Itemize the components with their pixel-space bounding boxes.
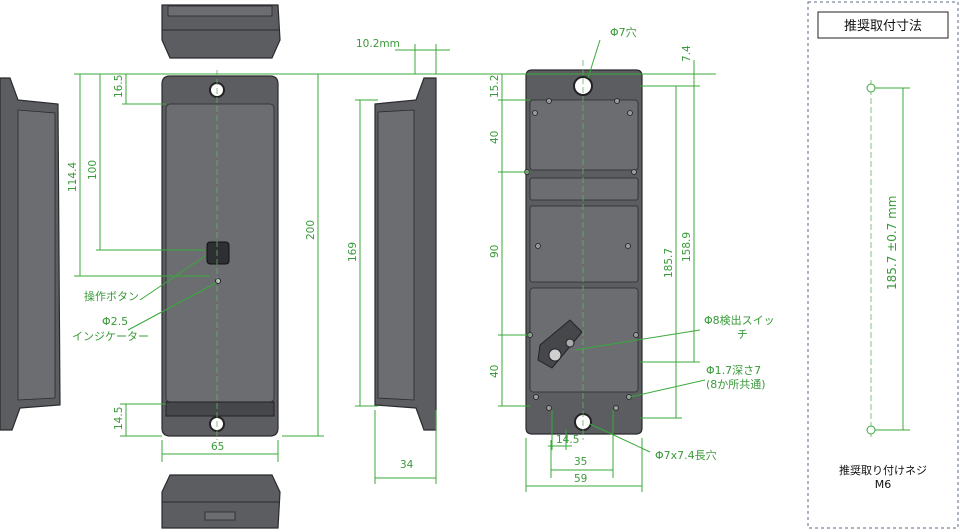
left-side-view [0, 77, 61, 431]
label-indicator: インジケーター [72, 330, 149, 343]
recommended-mount-panel: 推奨取付寸法 185.7 ±0.7 mm 推奨取り付けネジ M6 [807, 1, 959, 529]
dim-15-2: 15.2 [489, 75, 501, 98]
dim-59: 59 [574, 473, 587, 485]
label-slot-hole: Φ7x7.4長穴 [655, 448, 717, 462]
dim-10-2: 10.2mm [356, 38, 400, 50]
front-view [161, 70, 279, 440]
dim-200: 200 [305, 220, 317, 240]
dim-7-4: 7.4 [681, 45, 693, 62]
dim-185-7: 185.7 [663, 248, 675, 278]
dim-35: 35 [574, 456, 587, 468]
dim-100: 100 [87, 160, 99, 180]
dim-40-bottom: 40 [489, 365, 501, 378]
dim-14-5: 14.5 [113, 407, 125, 430]
panel-screw-label: 推奨取り付けネジ [839, 463, 927, 477]
panel-title: 推奨取付寸法 [844, 19, 922, 34]
label-depth: Φ1.7深さ7 [706, 364, 761, 377]
dim-169: 169 [347, 242, 359, 262]
top-end-view [161, 4, 281, 59]
bottom-end-view [161, 474, 281, 529]
dim-40-top: 40 [489, 131, 501, 144]
label-detection-switch: Φ8検出スイッ [704, 313, 775, 327]
label-detection-switch-2: チ [737, 328, 748, 341]
label-operation-button: 操作ボタン [84, 289, 139, 303]
dim-34: 34 [400, 459, 414, 471]
dim-90: 90 [489, 245, 501, 258]
dim-16-5: 16.5 [113, 75, 125, 98]
label-common: (8か所共通) [706, 378, 766, 391]
dimension-lines [74, 39, 716, 492]
dim-114-4: 114.4 [67, 162, 79, 192]
dim-65: 65 [211, 441, 224, 453]
panel-screw-size: M6 [875, 478, 892, 491]
dim-158-9: 158.9 [681, 232, 693, 262]
right-side-view [374, 77, 437, 431]
label-indicator-size: Φ2.5 [102, 315, 128, 328]
dimension-labels: 10.2mm 16.5 114.4 100 200 169 14.5 65 34… [67, 38, 693, 485]
label-phi7-hole: Φ7穴 [610, 25, 637, 39]
callout-labels: Φ7穴 操作ボタン Φ2.5 インジケーター Φ8検出スイッ チ Φ1.7深さ7… [72, 25, 775, 462]
panel-dimension: 185.7 ±0.7 mm [885, 196, 899, 291]
dim-14-5-back: 14.5 [556, 434, 579, 446]
back-view [524, 60, 643, 440]
